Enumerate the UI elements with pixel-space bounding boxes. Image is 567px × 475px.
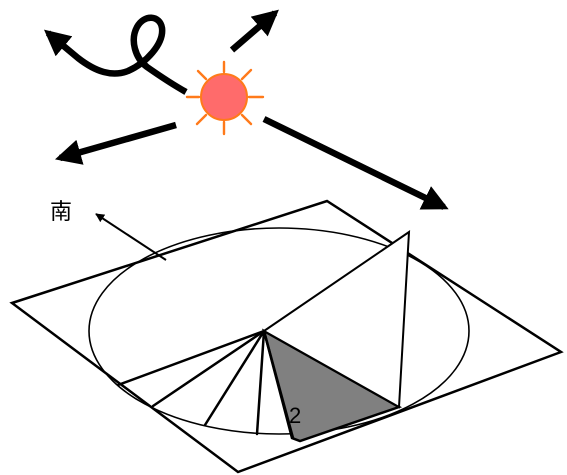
arrow-icon-upper-right bbox=[232, 13, 275, 50]
south-label: 南 bbox=[50, 202, 72, 224]
sun-icon bbox=[187, 62, 263, 134]
arrow-icon-left bbox=[60, 125, 176, 158]
arrow-icon-lower-right bbox=[264, 119, 444, 207]
arrow-icon-curly bbox=[48, 18, 186, 92]
south-arrow bbox=[96, 214, 166, 260]
sector-number-label: 2 bbox=[289, 405, 301, 427]
light-arrows bbox=[48, 13, 444, 207]
